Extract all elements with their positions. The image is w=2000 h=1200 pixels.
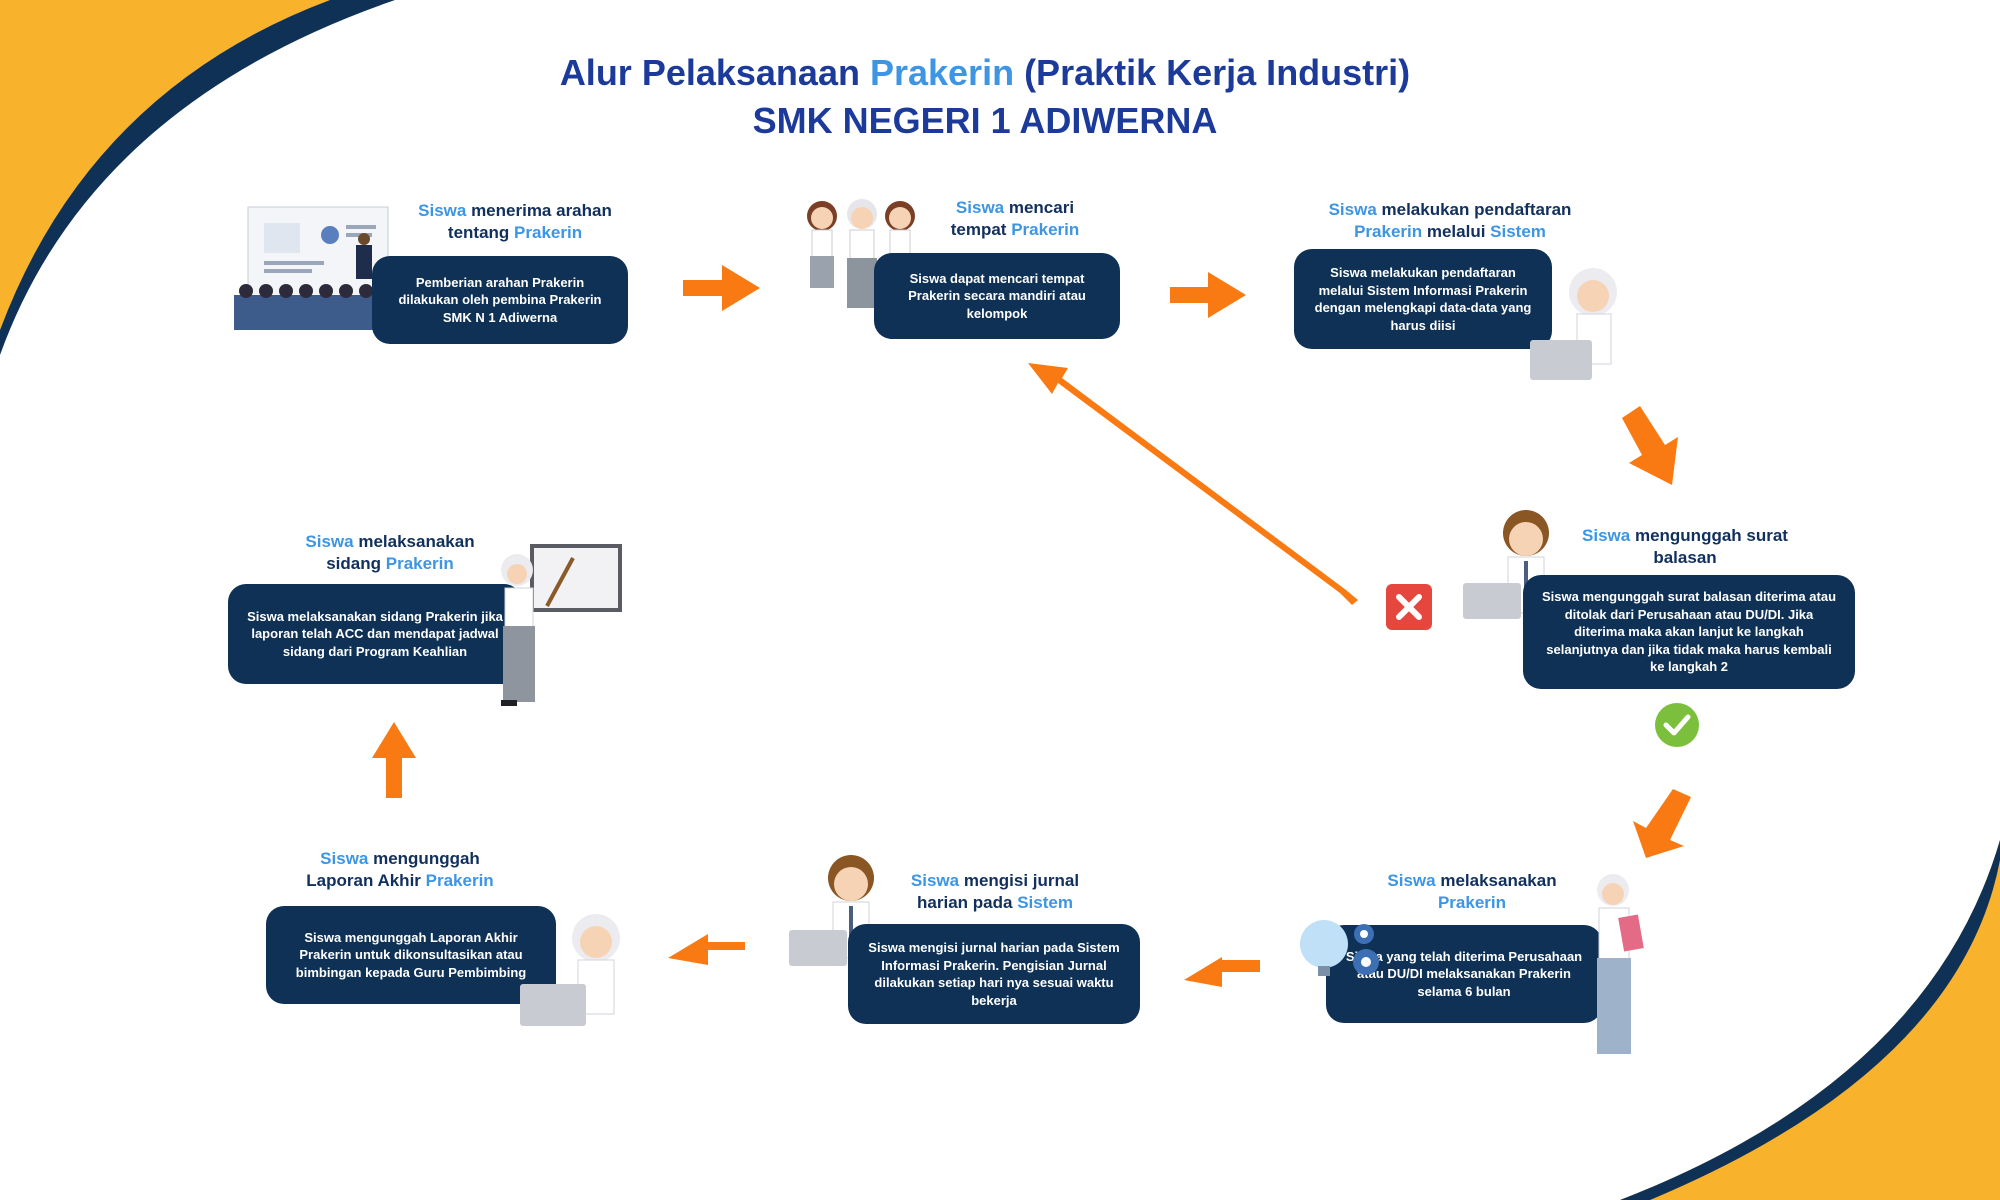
step-title-segment: Sistem	[1017, 893, 1073, 912]
step-title-segment: Siswa	[910, 871, 960, 890]
bottom-right-yellow-swoosh	[1620, 840, 2000, 1200]
step-title-segment: Prakerin	[425, 871, 494, 890]
reject-icon	[1386, 584, 1432, 630]
step4-title: Siswa mengunggah surat balasan	[1565, 525, 1805, 569]
student-boy-illustration	[1463, 510, 1549, 619]
step-title-segment: tentang	[447, 223, 515, 242]
chart-icon	[321, 226, 339, 244]
page-subtitle: SMK NEGERI 1 ADIWERNA	[752, 100, 1218, 141]
top-left-yellow-swoosh	[0, 0, 330, 330]
step2-title: Siswa mencari tempat Prakerin	[900, 197, 1130, 241]
step-title-segment: Siswa	[955, 198, 1005, 217]
lightbulb-gears-icon	[1300, 920, 1379, 976]
step-title-segment: harian pada	[917, 893, 1018, 912]
step-title-segment: melaksanakan	[1435, 871, 1557, 890]
step-title-segment: mengunggah surat	[1630, 526, 1788, 545]
student-girl-laptop-illustration	[520, 914, 620, 1026]
folder-icon	[1618, 914, 1644, 952]
step-title-segment: sidang	[326, 554, 386, 573]
step-title-segment: Siswa	[1582, 526, 1631, 545]
step-title-segment: Sistem	[1490, 222, 1546, 241]
step-title-segment: Siswa	[320, 849, 369, 868]
step8-box: Siswa melaksanakan sidang Prakerin jika …	[228, 584, 522, 684]
laptop-icon	[1530, 340, 1592, 380]
step-title-segment: mengunggah	[368, 849, 480, 868]
title-accent: Prakerin	[869, 52, 1015, 93]
step5-box: Siswa yang telah diterima Perusahaan ata…	[1326, 925, 1602, 1023]
step-title-segment: melakukan pendaftaran	[1376, 200, 1572, 219]
step8-title: Siswa melaksanakan sidang Prakerin	[270, 531, 510, 575]
step-title-segment: mengisi jurnal	[959, 871, 1080, 890]
step6-box: Siswa mengisi jurnal harian pada Sistem …	[848, 924, 1140, 1024]
step7-box: Siswa mengunggah Laporan Akhir Prakerin …	[266, 906, 556, 1004]
step1-box: Pemberian arahan Prakerin dilakukan oleh…	[372, 256, 628, 344]
top-left-navy-swoosh	[0, 0, 395, 355]
laptop-icon	[789, 930, 847, 966]
step-title-segment: tempat	[950, 220, 1012, 239]
step3-box: Siswa melakukan pendaftaran melalui Sist…	[1294, 249, 1552, 349]
step-title-segment: Prakerin	[385, 554, 454, 573]
three-students-illustration	[807, 199, 915, 308]
step4-box: Siswa mengunggah surat balasan diterima …	[1523, 575, 1855, 689]
student-presenting-illustration	[501, 544, 622, 706]
step1-title: Siswa menerima arahan tentang Prakerin	[400, 200, 630, 244]
step-title-segment: Prakerin	[1437, 893, 1507, 912]
step-title-segment: menerima arahan	[466, 201, 612, 220]
step6-title: Siswa mengisi jurnal harian pada Sistem	[875, 870, 1115, 914]
title-suffix: (Praktik Kerja Industri)	[1014, 52, 1411, 93]
step-title-segment: Laporan Akhir	[306, 871, 426, 890]
page-title: Alur Pelaksanaan Prakerin (Praktik Kerja…	[0, 52, 1970, 94]
step-title-segment: mencari	[1004, 198, 1075, 217]
step-title-segment: Siswa	[305, 532, 354, 551]
laptop-icon	[1463, 583, 1521, 619]
step-title-segment: Siswa	[418, 201, 467, 220]
step-title-segment: Prakerin	[1354, 222, 1423, 241]
title-prefix: Alur Pelaksanaan	[559, 52, 870, 93]
laptop-icon	[520, 984, 586, 1026]
step-title-segment: Siswa	[1328, 200, 1377, 219]
step-title-segment: melaksanakan	[353, 532, 475, 551]
step2-box: Siswa dapat mencari tempat Prakerin seca…	[874, 253, 1120, 339]
step-title-segment: Prakerin	[1011, 220, 1080, 239]
accept-icon	[1655, 703, 1699, 747]
step-title-segment: melalui	[1422, 222, 1491, 241]
step-title-segment: balasan	[1653, 548, 1717, 567]
student-laptop-illustration	[1530, 268, 1617, 380]
whiteboard-icon	[530, 544, 622, 612]
student-girl-folder-illustration	[1597, 874, 1644, 1054]
step-title-segment: Prakerin	[514, 223, 583, 242]
step-title-segment: Siswa	[1387, 871, 1436, 890]
